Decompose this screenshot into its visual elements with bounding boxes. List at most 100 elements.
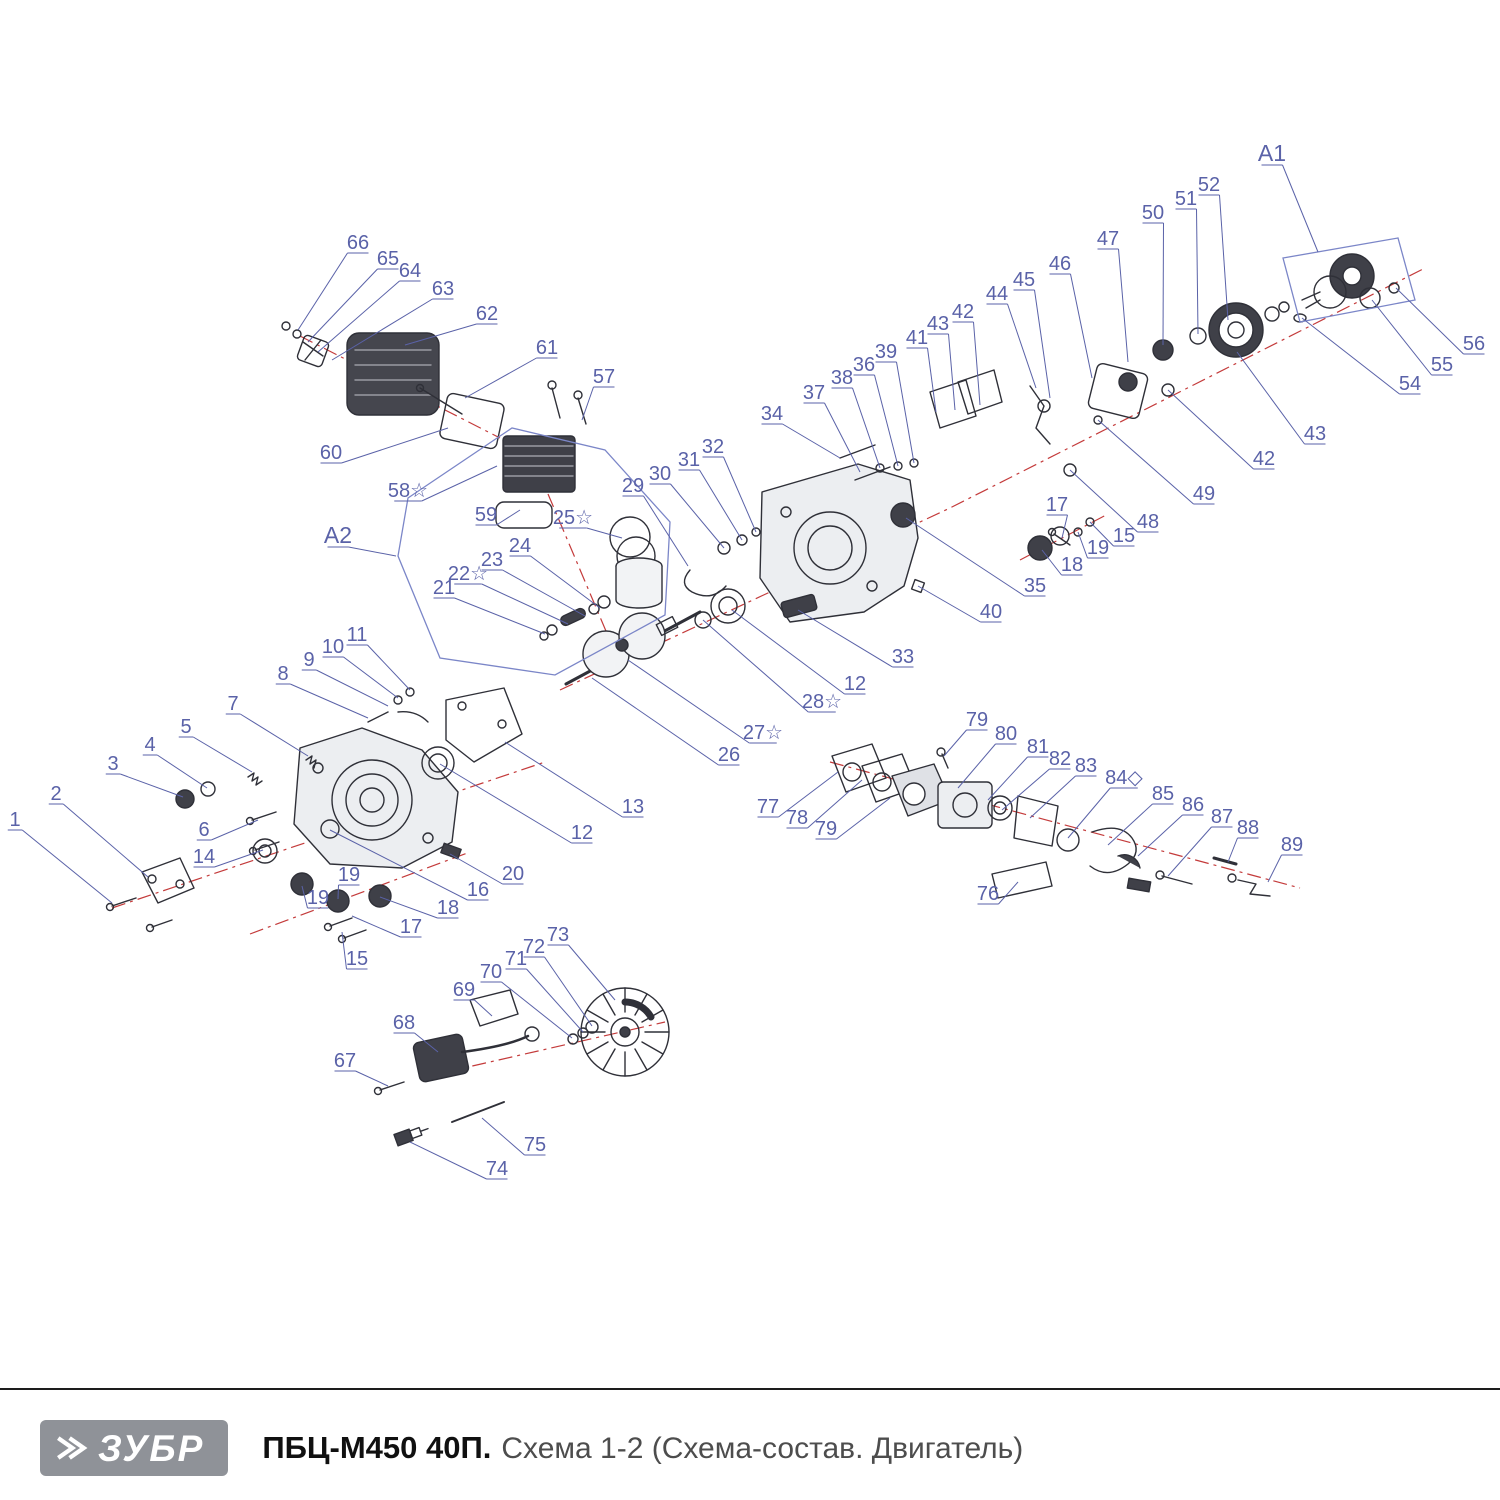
- part-callout-label: 57: [593, 366, 615, 388]
- part-callout-label: 71: [505, 948, 527, 970]
- parts-line-art: [105, 253, 1400, 1147]
- part-callout-label: 55: [1431, 354, 1453, 376]
- group-outlines: [397, 237, 1416, 676]
- part-callout-label: 2: [50, 783, 61, 805]
- part-callout-label: 14: [193, 846, 215, 868]
- part-callout-label: 11: [347, 624, 368, 646]
- carburetor-parts: [831, 743, 1271, 899]
- group-a2-outline: [397, 427, 671, 676]
- part-callout-label: 27☆: [743, 722, 783, 744]
- part-callout-label: 8: [277, 663, 288, 685]
- part-callout-label: 61: [536, 337, 558, 359]
- part-callout-label: 16: [467, 879, 489, 901]
- part-callout-label: 63: [432, 278, 454, 300]
- part-callout-label: 42: [1253, 448, 1275, 470]
- part-callout-label: 54: [1399, 373, 1421, 395]
- part-callout-label: 36: [853, 354, 875, 376]
- part-callout-label: 68: [393, 1012, 415, 1034]
- zubr-logo-icon: [57, 1436, 88, 1460]
- part-callout-label: 18: [437, 897, 459, 919]
- part-callout-label: 24: [509, 535, 531, 557]
- part-callout-label: 60: [320, 442, 342, 464]
- part-callout-label: 79: [966, 709, 988, 731]
- cylinder-piston-parts: [495, 380, 663, 641]
- oil-pump-and-plates-parts: [929, 362, 1175, 477]
- part-callout-label: 52: [1198, 174, 1220, 196]
- part-callout-label: 19: [338, 864, 360, 886]
- part-callout-label: 38: [831, 367, 853, 389]
- part-callout-label: 28☆: [802, 691, 842, 713]
- part-callout-label: 56: [1463, 333, 1485, 355]
- part-callout-label: 18: [1061, 554, 1083, 576]
- part-callout-label: 33: [892, 646, 914, 668]
- part-callout-label: 5: [180, 716, 191, 738]
- part-callout-label: 21: [433, 577, 455, 599]
- part-callout-label: 72: [523, 936, 545, 958]
- part-callout-label: 15: [346, 948, 368, 970]
- part-callout-label: 4: [144, 734, 155, 756]
- part-callout-label: 26: [718, 744, 740, 766]
- part-callout-label: 78: [786, 807, 808, 829]
- part-callout-label: 6: [198, 819, 209, 841]
- zubr-logo: ЗУБР: [40, 1420, 229, 1476]
- part-callout-label: 48: [1137, 511, 1159, 533]
- part-callout-label: 39: [875, 341, 897, 363]
- clutch-parts: [1152, 253, 1400, 361]
- part-callout-label: 44: [986, 283, 1008, 305]
- part-callout-label: 42: [952, 301, 974, 323]
- group-label: A1: [1258, 140, 1286, 166]
- part-callout-label: 20: [502, 863, 524, 885]
- footer-row: ЗУБР ПБЦ-М450 40П. Схема 1-2 (Схема-соста…: [0, 1390, 1500, 1476]
- title-model: ПБЦ-М450 40П.: [262, 1430, 492, 1465]
- part-callout-label: 9: [303, 649, 314, 671]
- group-a1-outline: [1282, 237, 1416, 323]
- zubr-logo-text: ЗУБР: [98, 1427, 205, 1469]
- part-callout-label: 31: [678, 449, 700, 471]
- part-callout-label: 32: [702, 436, 724, 458]
- part-callout-label: 12: [844, 673, 866, 695]
- crankshaft-part: [564, 610, 712, 686]
- part-callout-label: 66: [347, 232, 369, 254]
- title-subtitle: Схема 1-2 (Схема-состав. Двигатель): [501, 1432, 1024, 1465]
- part-callout-label: 74: [486, 1158, 508, 1180]
- part-callout-label: 10: [322, 636, 344, 658]
- part-callout-label: 19: [307, 887, 329, 909]
- part-callout-label: 35: [1024, 575, 1046, 597]
- part-callout-label: 64: [399, 260, 421, 282]
- part-callout-label: 73: [547, 924, 569, 946]
- part-callout-label: 15: [1113, 525, 1135, 547]
- part-callout-label: 43: [1304, 423, 1326, 445]
- part-callout-label: 43: [927, 313, 949, 335]
- part-callout-label: 86: [1182, 794, 1204, 816]
- part-callout-label: 69: [453, 979, 475, 1001]
- part-callout-label: 82: [1049, 748, 1071, 770]
- part-callout-label: 58☆: [388, 480, 428, 502]
- ignition-flywheel-parts: [373, 987, 670, 1147]
- part-callout-label: 40: [980, 601, 1002, 623]
- part-callout-label: 50: [1142, 202, 1164, 224]
- part-callout-label: 81: [1027, 736, 1049, 758]
- part-callout-label: 34: [761, 403, 783, 425]
- part-callout-label: 70: [480, 961, 502, 983]
- part-callout-label: 87: [1211, 806, 1233, 828]
- muffler-part: [281, 321, 505, 450]
- part-callout-label: 19: [1087, 537, 1109, 559]
- part-callout-label: 1: [9, 809, 20, 831]
- exploded-diagram-canvas: 1234567891011121213141515161717181819191…: [7, 140, 1485, 1180]
- part-callout-label: 3: [107, 753, 118, 775]
- diagram-title: ПБЦ-М450 40П. Схема 1-2 (Схема-состав. Дв…: [262, 1430, 1023, 1466]
- part-callout-label: 7: [227, 693, 238, 715]
- part-callout-label: 75: [524, 1134, 546, 1156]
- part-callout-label: 88: [1237, 817, 1259, 839]
- buffer-right-parts: [1027, 517, 1095, 561]
- part-callout-label: 80: [995, 723, 1017, 745]
- footer: ЗУБР ПБЦ-М450 40П. Схема 1-2 (Схема-соста…: [0, 1388, 1500, 1476]
- part-callout-label: 23: [481, 549, 503, 571]
- part-callout-label: 25☆: [553, 507, 593, 529]
- part-callout-label: 84◇: [1105, 767, 1143, 789]
- callout-layer: 1234567891011121213141515161717181819191…: [7, 140, 1485, 1180]
- group-label: A2: [324, 522, 352, 548]
- part-callout-label: 83: [1075, 755, 1097, 777]
- part-callout-label: 65: [377, 248, 399, 270]
- part-callout-label: 51: [1175, 188, 1197, 210]
